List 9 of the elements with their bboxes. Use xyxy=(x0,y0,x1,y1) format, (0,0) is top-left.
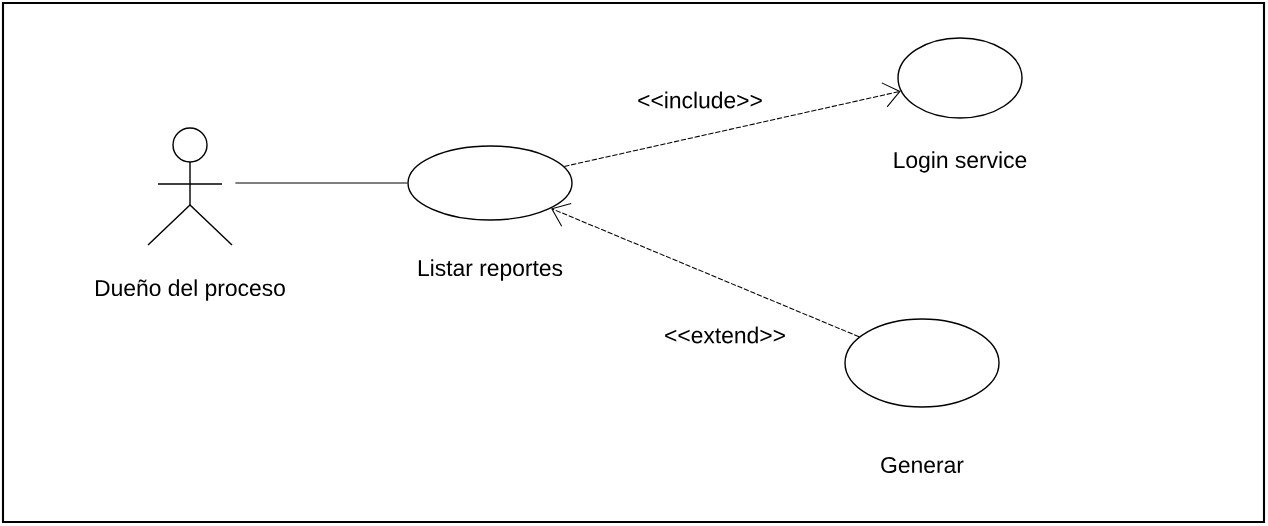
include-arrow xyxy=(563,82,901,167)
association-line xyxy=(234,182,408,184)
use-case-label: Listar reportes xyxy=(418,259,563,281)
stereotype-label: <<include>> xyxy=(635,89,765,111)
use-case-label: Generar xyxy=(881,456,964,474)
stereotype-label: <<extend>> xyxy=(662,324,788,346)
actor-label: Dueño del proceso xyxy=(96,279,285,301)
use-case-label: Login service xyxy=(894,151,1027,173)
include-arrow xyxy=(551,202,860,338)
